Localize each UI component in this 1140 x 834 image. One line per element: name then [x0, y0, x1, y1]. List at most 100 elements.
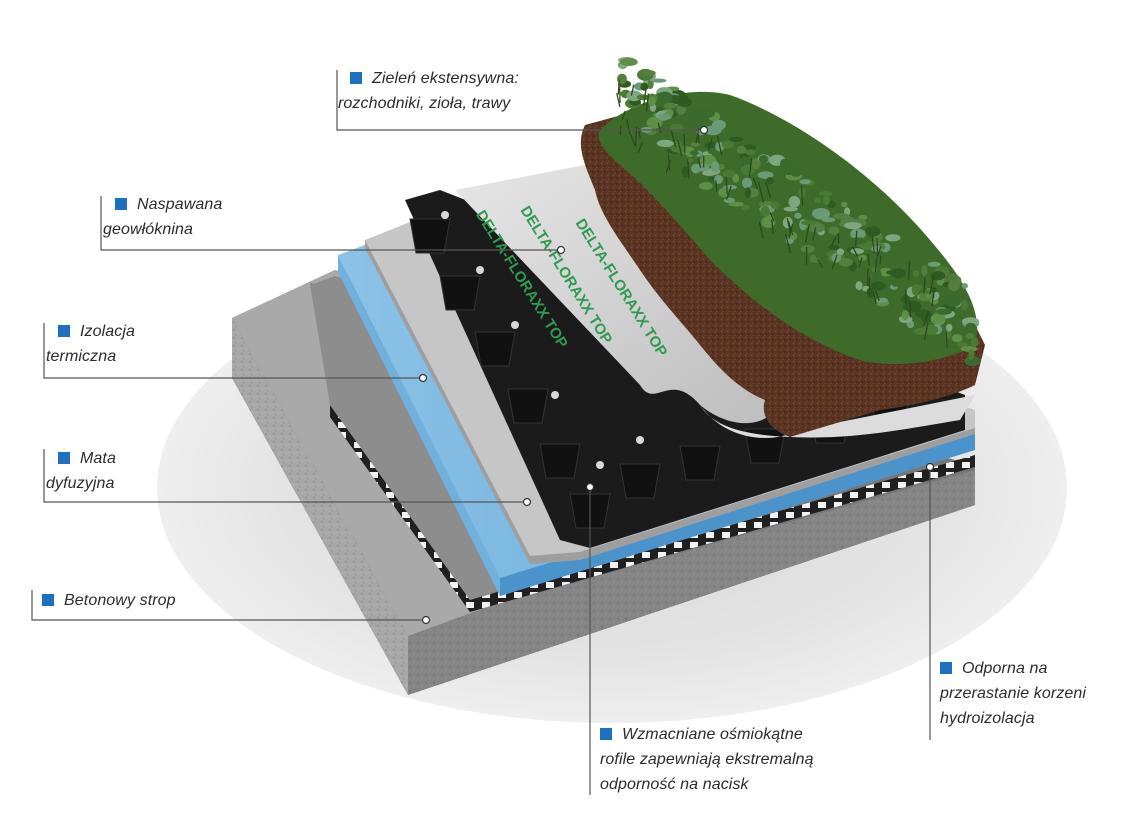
plant-leaf	[712, 119, 726, 130]
plant-leaf	[964, 356, 981, 366]
drainage-hole	[551, 391, 559, 399]
plant-leaf	[789, 232, 798, 241]
grass-blade	[618, 86, 621, 103]
plant-leaf	[800, 245, 815, 253]
plant-leaf	[686, 158, 694, 163]
plant-leaf	[722, 169, 736, 178]
grass-blade	[621, 110, 626, 120]
grass-blade	[872, 291, 877, 305]
grass-blade	[643, 85, 648, 106]
label-green-roof-vegetation: Zieleń ekstensywna: rozchodniki, zioła, …	[338, 70, 519, 112]
plant-leaf	[832, 213, 850, 220]
plant-leaf	[921, 265, 928, 276]
plant-leaf	[788, 196, 801, 208]
label-concrete-slab: Betonowy strop	[42, 588, 176, 613]
plant-leaf	[794, 212, 802, 219]
plant-leaf	[843, 222, 862, 230]
plant-leaf	[657, 91, 673, 104]
grass-blade	[757, 182, 765, 203]
plant-leaf	[620, 57, 638, 67]
plant-leaf	[690, 142, 701, 147]
grass-blade	[924, 322, 929, 341]
plant-leaf	[871, 281, 886, 291]
plant-leaf	[951, 334, 963, 343]
plant-leaf	[970, 337, 979, 347]
plant-leaf	[911, 284, 920, 296]
leader-mat	[43, 449, 527, 503]
plant-leaf	[673, 148, 685, 153]
grass-blade	[854, 230, 858, 247]
plant-leaf	[901, 310, 909, 321]
plant-leaf	[828, 226, 840, 235]
plant-leaf	[866, 287, 875, 298]
grass-blade	[637, 141, 644, 154]
plant-leaf	[819, 191, 833, 197]
plant-leaf	[699, 182, 713, 190]
octagonal-profile	[409, 218, 451, 254]
grass-blade	[923, 310, 930, 326]
plant-leaf	[885, 288, 895, 294]
grass-blade	[657, 122, 662, 133]
grass-blade	[752, 177, 759, 190]
plant-leaf	[721, 140, 735, 149]
plant-leaf	[745, 149, 756, 156]
plant-leaf	[669, 123, 684, 132]
plant-leaf	[961, 283, 968, 289]
plant-leaf	[814, 197, 822, 204]
grass-blade	[686, 159, 690, 179]
plant-leaf	[965, 333, 975, 339]
grass-blade	[923, 277, 926, 294]
grass-blade	[812, 227, 817, 241]
grass-blade	[831, 254, 838, 270]
plant-leaf	[744, 187, 752, 199]
grass-blade	[786, 217, 791, 233]
grass-blade	[630, 134, 637, 148]
plant-leaf	[960, 346, 978, 352]
grass-blade	[758, 221, 764, 239]
plant-leaf	[676, 97, 693, 108]
plant-leaf	[915, 309, 930, 318]
plant-leaf	[927, 261, 941, 267]
plant-leaf	[855, 281, 863, 291]
plant-leaf	[783, 206, 798, 212]
octagonal-profile	[744, 428, 786, 464]
grass-blade	[875, 290, 880, 302]
plant-leaf	[658, 113, 671, 121]
leader-endpoints	[418, 125, 935, 625]
plant-leaf	[804, 206, 812, 218]
grass-blade	[876, 245, 882, 261]
octagonal-profile	[439, 275, 481, 311]
grass-blade	[931, 288, 936, 307]
plant-leaf	[961, 317, 980, 326]
leader-concrete	[31, 590, 426, 621]
drainage-hole	[596, 461, 604, 469]
plant-leaf	[637, 69, 656, 77]
plant-leaf	[827, 244, 840, 250]
drainage-holes	[441, 211, 644, 469]
plant-leaf	[871, 266, 878, 273]
grass-blade	[879, 255, 882, 265]
plant-leaf	[965, 322, 976, 330]
plant-leaf	[898, 249, 908, 255]
grass-blade	[851, 246, 859, 257]
plant-leaf	[849, 237, 867, 245]
grass-blade	[817, 259, 823, 268]
grass-blade	[871, 236, 876, 254]
plant-leaf	[956, 342, 968, 347]
plant-leaf	[770, 201, 780, 209]
plant-leaf	[819, 254, 829, 262]
grass-blade	[683, 134, 686, 153]
octagonal-profile	[539, 443, 581, 479]
grass-blade	[858, 257, 863, 268]
plant-leaf	[663, 102, 677, 109]
plant-leaf	[801, 220, 817, 226]
plant-leaf	[708, 149, 715, 155]
octagonal-profile	[474, 331, 516, 367]
plant-leaf	[930, 271, 946, 281]
grass-blade	[697, 157, 702, 169]
grass-blade	[830, 236, 837, 247]
grass-blade	[667, 154, 671, 171]
plant-leaf	[946, 298, 961, 307]
